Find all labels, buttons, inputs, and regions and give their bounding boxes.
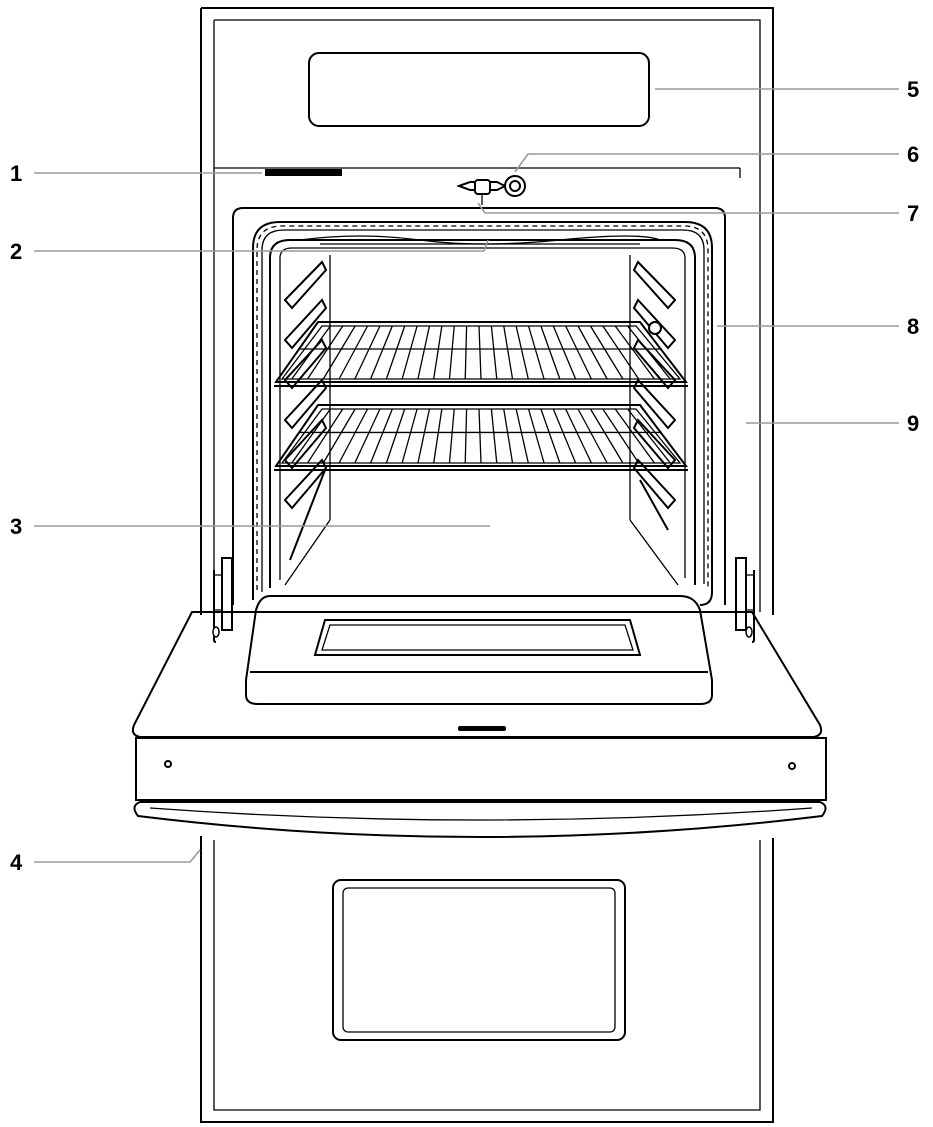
oven-cavity: [232, 207, 726, 606]
oven-light-switch: [504, 175, 526, 197]
callout-5: 5: [907, 77, 919, 102]
open-door: [131, 595, 823, 738]
callout-1: 1: [10, 161, 22, 186]
leader-lines: [34, 88, 899, 863]
callout-2: 2: [10, 239, 22, 264]
callout-3: 3: [10, 514, 22, 539]
door-edge: [135, 737, 827, 801]
upper-trim: [214, 167, 741, 178]
control-panel-display: [308, 52, 650, 127]
door-handle: [133, 801, 827, 838]
rack-supports-right: [632, 260, 677, 531]
callout-8: 8: [907, 314, 919, 339]
model-label-plate: [265, 169, 342, 176]
door-hinge-right: [735, 557, 755, 643]
callout-4: 4: [10, 850, 23, 875]
callout-9: 9: [907, 411, 919, 436]
callout-7: 7: [907, 201, 919, 226]
door-latch: [456, 179, 508, 205]
door-hinge-left: [212, 557, 233, 643]
oven-cabinet: [200, 7, 774, 615]
callout-6: 6: [907, 142, 919, 167]
oven-rack-lower: [274, 404, 689, 471]
callout-numbers: 1 2 3 4 5 6 7 8 9: [10, 77, 919, 875]
lower-oven-door: [200, 836, 774, 1123]
oven-rack-upper: [274, 321, 689, 387]
